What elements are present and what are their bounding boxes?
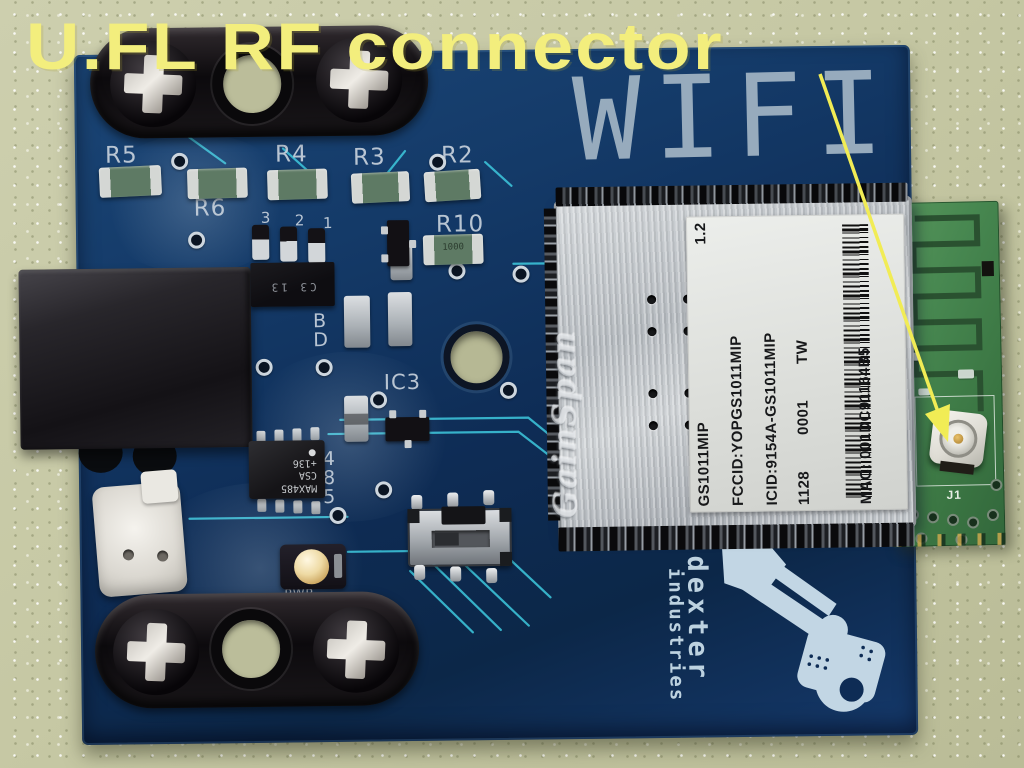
label-date-code: 1128 [795, 470, 813, 506]
switch-corner [407, 508, 420, 524]
label-col-part: GS1011MIP 1.2 [692, 222, 718, 506]
switch-slot [431, 530, 490, 548]
label-country: TW [793, 339, 812, 365]
connector-tab [140, 469, 179, 504]
rf-shield: GainSpan GS1011MIP 1.2 FCCID:YOPGS1011MI… [544, 182, 917, 552]
label-col-fcc: FCCID:YOPGS1011MIP [727, 335, 747, 507]
resistor-r5 [98, 165, 163, 198]
sot23-transistor [380, 220, 417, 267]
switch-body [407, 506, 513, 568]
shield-hole [648, 421, 658, 431]
label-revision: 1.2 [692, 222, 710, 245]
brand-industries: industries [664, 567, 688, 703]
switch-knob [434, 532, 459, 546]
label-col-mac: MAC: 001DC91164B5 [855, 347, 875, 505]
label-col-icid: ICID:9154A-GS1011MIP [761, 332, 781, 506]
switch-pin [414, 564, 426, 581]
ref-r6: R6 [193, 195, 227, 222]
resistor-r10: 1000 [422, 233, 484, 266]
axle-hole [112, 608, 200, 696]
module-pins-top [555, 182, 908, 207]
shield-hole [647, 327, 657, 337]
pin-hole [210, 608, 292, 690]
via [369, 391, 388, 409]
via [375, 481, 393, 499]
capacitor [387, 292, 413, 347]
solder-dab [957, 369, 975, 379]
ref-j1: J1 [946, 487, 963, 502]
ic-marking-line: CSA [298, 469, 318, 481]
transistor-pad [307, 228, 326, 264]
label-serial: 0001 [794, 399, 812, 436]
via [448, 262, 466, 280]
ic-marking-line: +136 [292, 457, 317, 469]
switch-pin [447, 492, 459, 508]
slide-switch [399, 490, 518, 584]
resistor-r3 [350, 171, 411, 204]
capacitor [343, 295, 371, 348]
ref-r3: R3 [352, 144, 386, 171]
ref-485: 485 [322, 447, 337, 509]
via [315, 358, 333, 377]
resistor-r6 [186, 167, 248, 200]
switch-pin [450, 566, 462, 582]
robot-arm-logo-icon [721, 540, 886, 712]
transistor-pad [251, 224, 270, 260]
rj-sensor-jack [18, 266, 253, 450]
switch-corner [499, 551, 513, 566]
led-dome [293, 549, 330, 585]
solder-dab [918, 388, 931, 396]
shield-hole [647, 295, 657, 305]
shield-brand-embossed: GainSpan [543, 329, 585, 519]
ic-marking-line: MAX485 [280, 482, 318, 494]
via [512, 265, 530, 283]
ic-marking: C3 13 [268, 280, 317, 294]
resistor-value: 1000 [442, 242, 465, 253]
power-led [279, 543, 347, 590]
transistor-pad [279, 226, 298, 262]
via [171, 152, 189, 170]
ufl-rf-connector [928, 408, 989, 475]
switch-pin [486, 567, 498, 584]
module-pins-bottom [558, 522, 915, 552]
via [255, 358, 273, 376]
sot23-transistor [385, 409, 430, 449]
resistor-r4 [266, 168, 328, 201]
ref-ic3: IC3 [383, 369, 422, 395]
switch-corner [499, 507, 512, 522]
via [187, 231, 206, 249]
ref-bd: BD [312, 310, 330, 352]
via [329, 506, 347, 525]
via [429, 153, 447, 171]
mounting-bracket-bottom [94, 590, 420, 709]
ref-r2: R2 [440, 142, 474, 169]
regulator-ic: C3 13 [250, 261, 335, 307]
annotation-title: U.FL RF connector [26, 9, 724, 83]
ref-r4: R4 [274, 141, 308, 168]
led-clip [333, 553, 343, 578]
connector-pin [122, 548, 135, 561]
switch-pin [483, 490, 495, 506]
resistor-r2 [423, 168, 482, 203]
capacitor [343, 395, 369, 442]
switch-cap [441, 506, 486, 525]
shield-hole [648, 389, 658, 399]
white-connector [91, 469, 189, 598]
switch-pin [411, 494, 423, 511]
module-label: GS1011MIP 1.2 FCCID:YOPGS1011MIP ICID:91… [685, 213, 909, 513]
rs485-transceiver-ic: MAX485 CSA +136 [248, 440, 326, 500]
label-part-number: GS1011MIP [694, 421, 713, 507]
axle-hole [312, 606, 400, 694]
ref-r5: R5 [104, 142, 138, 169]
pin1-dot [308, 449, 316, 457]
module-chip [981, 260, 994, 277]
via [499, 381, 518, 399]
label-col-date: 1128 0001 TW [792, 221, 818, 505]
connector-pin [156, 550, 169, 562]
